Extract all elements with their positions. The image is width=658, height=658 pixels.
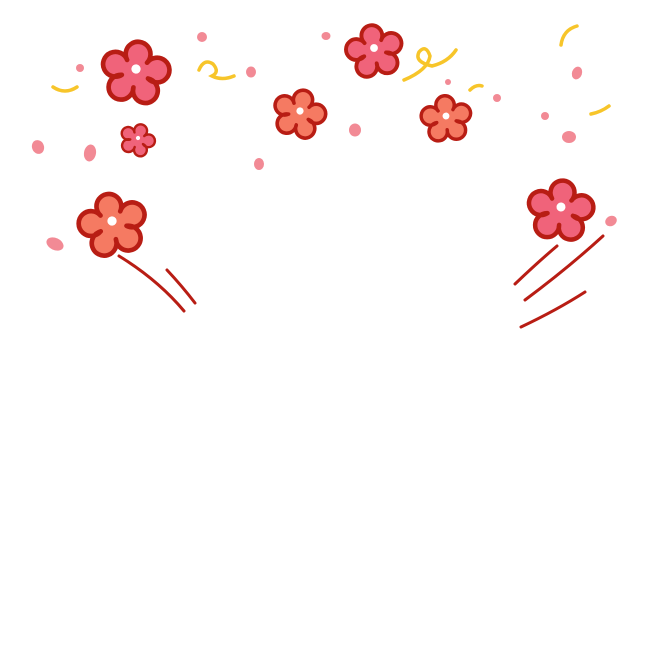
- streamer-icon: [589, 104, 611, 116]
- streamer-icon: [51, 85, 79, 93]
- flower-icon: [74, 187, 152, 259]
- confetti-dot-icon: [46, 237, 64, 251]
- confetti-dot-icon: [76, 64, 84, 72]
- confetti-dot-icon: [493, 94, 501, 102]
- motion-lines-icon: [117, 234, 605, 329]
- confetti-dot-icon: [605, 215, 617, 227]
- streamer-icon: [468, 83, 484, 92]
- flower-icon: [340, 18, 409, 82]
- confetti-dot-icon: [571, 66, 583, 80]
- motion-line-left-1: [117, 254, 186, 313]
- streamer-icon: [559, 24, 579, 47]
- confetti-dot-icon: [562, 131, 576, 143]
- flower-icon: [417, 91, 475, 144]
- streamer-icon: [402, 47, 458, 82]
- flower-icon: [266, 82, 333, 144]
- streamer-icon: [197, 60, 236, 81]
- motion-line-right-3: [519, 290, 587, 329]
- flower-icon: [114, 117, 161, 161]
- streamers: [51, 24, 611, 116]
- flower-icon: [98, 37, 172, 106]
- motion-line-right-2: [523, 234, 605, 302]
- confetti-dot-icon: [349, 123, 361, 137]
- confetti-dot-icon: [541, 112, 549, 120]
- motion-line-right-1: [513, 244, 559, 286]
- confetti-dot-icon: [445, 79, 451, 85]
- confetti-dot-icon: [321, 32, 331, 40]
- confetti: [31, 32, 617, 251]
- confetti-dot-icon: [31, 140, 45, 154]
- flower-icon: [526, 177, 596, 241]
- motion-line-left-2: [165, 268, 197, 305]
- confetti-dot-icon: [246, 66, 256, 78]
- flowers: [74, 18, 596, 260]
- confetti-dot-icon: [197, 32, 207, 42]
- confetti-dot-icon: [254, 158, 264, 170]
- confetti-dot-icon: [83, 144, 97, 162]
